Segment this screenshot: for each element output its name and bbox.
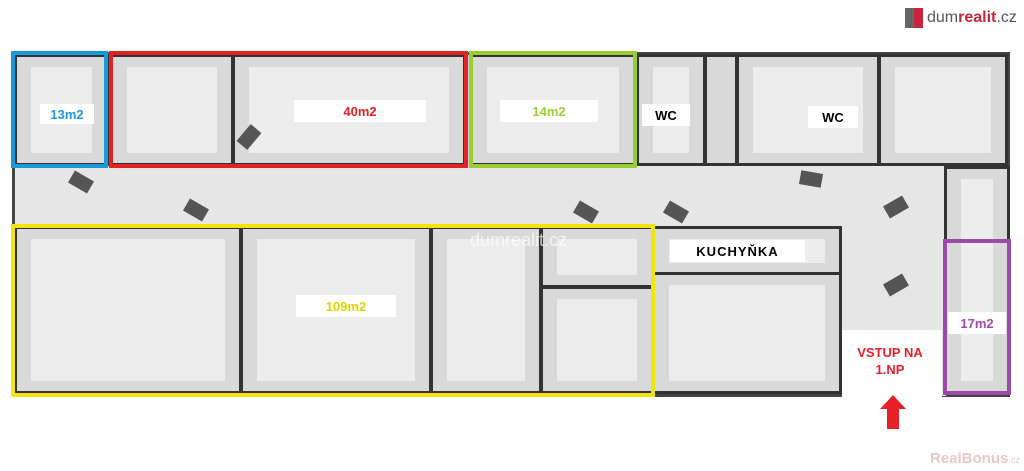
room-corner	[878, 54, 1008, 166]
realbonus-watermark: RealBonus.cz	[930, 450, 1020, 467]
realbonus-tld: .cz	[1008, 455, 1020, 465]
realbonus-text: RealBonus	[930, 450, 1009, 467]
room-b1	[14, 226, 242, 394]
area-outline-13	[11, 51, 108, 168]
room-17	[944, 166, 1010, 394]
entrance-line2: 1.NP	[875, 362, 905, 377]
area-outline-109	[11, 224, 655, 397]
room-small	[704, 54, 738, 166]
room-b3	[430, 226, 542, 394]
area-label-13: 13m2	[40, 104, 94, 124]
logo-text-plain: dum	[927, 9, 959, 26]
logo-text-bold: realit	[958, 9, 997, 26]
area-outline-40	[109, 51, 468, 168]
logo-house-icon	[905, 8, 923, 28]
area-outline-14	[469, 51, 637, 168]
area-label-17: 17m2	[948, 312, 1006, 334]
logo: dumrealit.cz	[905, 8, 1017, 28]
entrance-area	[842, 330, 942, 398]
room-40a	[110, 54, 234, 166]
corridor	[15, 166, 943, 226]
area-outline-17	[943, 239, 1011, 395]
area-label-40: 40m2	[294, 100, 426, 122]
entrance-arrow-icon	[880, 395, 906, 429]
room-label-kitchen: KUCHYŇKA	[670, 240, 805, 262]
logo-text-tld: .cz	[996, 9, 1017, 26]
area-label-109: 109m2	[296, 295, 396, 317]
room-label-wc2: WC	[808, 106, 858, 128]
area-label-14: 14m2	[500, 100, 598, 122]
room-label-wc1: WC	[642, 104, 690, 126]
entrance-line1: VSTUP NA	[857, 345, 923, 360]
room-b6	[652, 272, 842, 394]
center-watermark: dumrealit.cz	[470, 230, 568, 250]
entrance-label: VSTUP NA 1.NP	[848, 344, 932, 378]
